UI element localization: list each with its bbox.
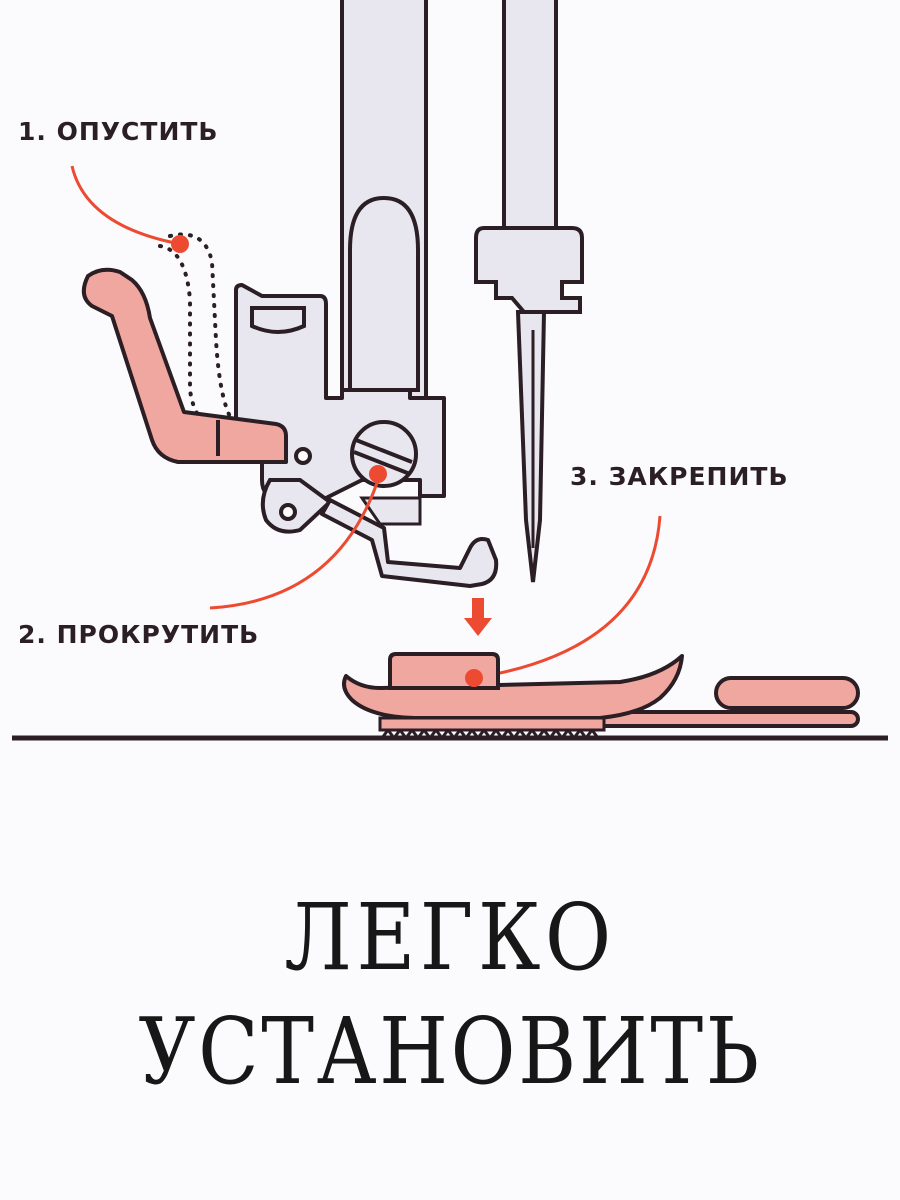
- needle-bar: [502, 0, 558, 232]
- shank-hook: [320, 498, 499, 588]
- presser-lever: [81, 267, 288, 464]
- step-1-label: 1. ОПУСТИТЬ: [18, 117, 219, 146]
- step-2-label: 2. ПРОКРУТИТЬ: [18, 620, 260, 649]
- shank-notch: [250, 306, 306, 334]
- callout-line-3: [473, 515, 662, 680]
- shank-lower-hole: [279, 503, 297, 521]
- needle-clamp: [474, 226, 584, 314]
- shank-lower-arm: [260, 478, 334, 534]
- down-arrow-icon: [464, 598, 492, 636]
- needle: [515, 310, 547, 583]
- sewing-foot-diagram: [12, 0, 888, 741]
- headline-line-1: ЛЕГКО: [284, 884, 616, 991]
- presser-bar-slot: [348, 195, 420, 392]
- step-3-label: 3. ЗАКРЕПИТЬ: [570, 462, 789, 491]
- headline-line-2: УСТАНОВИТЬ: [138, 998, 762, 1105]
- callout-dot-1: [171, 235, 189, 253]
- shank-pivot-hole: [294, 447, 312, 465]
- screw-slot-1: [355, 438, 413, 464]
- foot-sole-plate: [378, 716, 606, 732]
- callout-line-2: [209, 473, 382, 610]
- screw-slot-2: [353, 450, 411, 476]
- callout-line-1: [70, 165, 181, 246]
- foot-pin-block: [388, 652, 500, 690]
- foot-heel: [714, 676, 860, 710]
- callout-dot-3: [465, 669, 483, 687]
- foot-sole: [342, 654, 684, 720]
- callout-dot-2: [369, 465, 387, 483]
- shank-inner: [359, 496, 422, 526]
